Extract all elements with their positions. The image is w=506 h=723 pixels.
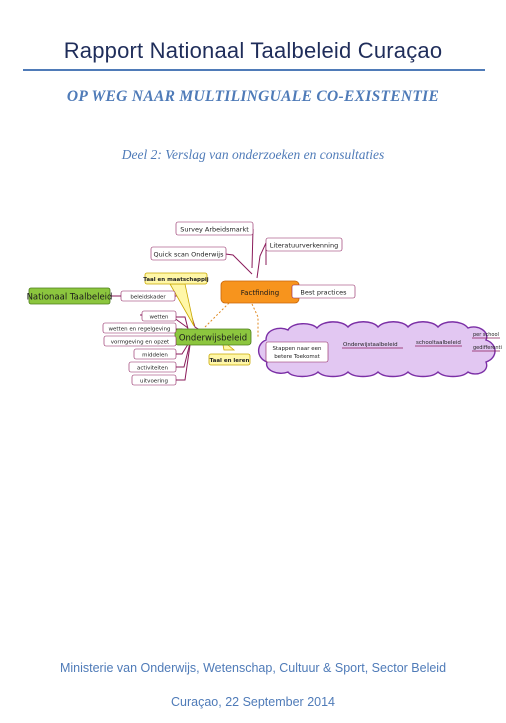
node-branch-3-label: vormgeving en opzet [111, 340, 170, 346]
node-beleidskader [120, 290, 176, 302]
mind-map-figure: Nationaal Taalbeleid beleidskader Taal e… [27, 221, 502, 386]
node-branch-2-label: wetten en regelgeving [109, 327, 171, 333]
document-date: Curaçao, 22 September 2014 [171, 695, 335, 709]
title-divider [23, 69, 485, 71]
cloud-shape [257, 321, 496, 378]
node-branch-2 [102, 322, 177, 334]
node-nationaal-taalbeleid-label: Nationaal Taalbeleid [27, 293, 113, 303]
node-gedifferentieerd-label: gedifferentieerd [473, 345, 502, 351]
node-nationaal-taalbeleid [28, 287, 111, 305]
document-subtitle: OP WEG NAAR MULTILINGUALE CO-EXISTENTIE [66, 88, 440, 105]
node-beleidskader-label: beleidskader [130, 295, 166, 301]
node-best-practices [291, 284, 356, 299]
node-onderwijstaalbeleid-label: Onderwijstaalbeleid [343, 342, 398, 348]
node-literatuurverkenning [265, 237, 343, 252]
callout-taal-maatschappij-label: Taal en maatschappij [143, 277, 209, 283]
node-literatuurverkenning-label: Literatuurverkenning [270, 242, 338, 250]
node-schooltaalbeleid-label: schooltaalbeleid [416, 340, 461, 346]
node-survey-arbeidsmarkt-label: Survey Arbeidsmarkt [180, 226, 249, 234]
callout-taal-maatschappij [144, 272, 208, 285]
node-branch-5 [128, 361, 177, 373]
node-branch-1-label: wetten [149, 315, 169, 321]
node-factfinding-label: Factfinding [241, 289, 279, 297]
node-stappen-label-2: betere Toekomst [274, 354, 320, 360]
node-quick-scan [150, 246, 227, 261]
node-per-school-label: per school [473, 332, 499, 338]
node-onderwijsbeleid-label: Onderwijsbeleid [179, 334, 247, 344]
node-best-practices-label: Best practices [300, 289, 347, 297]
node-branch-3 [103, 335, 177, 347]
node-quick-scan-label: Quick scan Onderwijs [154, 251, 225, 259]
node-branch-4-label: middelen [142, 353, 168, 359]
ministry-line: Ministerie van Onderwijs, Wetenschap, Cu… [59, 661, 447, 675]
node-survey-arbeidsmarkt [175, 221, 254, 236]
node-branch-5-label: activiteiten [137, 366, 168, 372]
document-part-title: Deel 2: Verslag van onderzoeken en consu… [121, 147, 385, 162]
node-stappen [265, 341, 329, 363]
node-branch-6 [131, 374, 177, 386]
node-branch-1 [141, 310, 177, 322]
callout-taal-leren-label: Taal en leren [210, 358, 250, 364]
document-title: Rapport Nationaal Taalbeleid Curaçao [63, 38, 443, 63]
node-stappen-label-1: Stappen naar een [272, 346, 322, 352]
node-branch-4 [133, 348, 177, 360]
node-branch-6-label: uitvoering [140, 379, 168, 385]
callout-taal-leren [208, 353, 251, 366]
